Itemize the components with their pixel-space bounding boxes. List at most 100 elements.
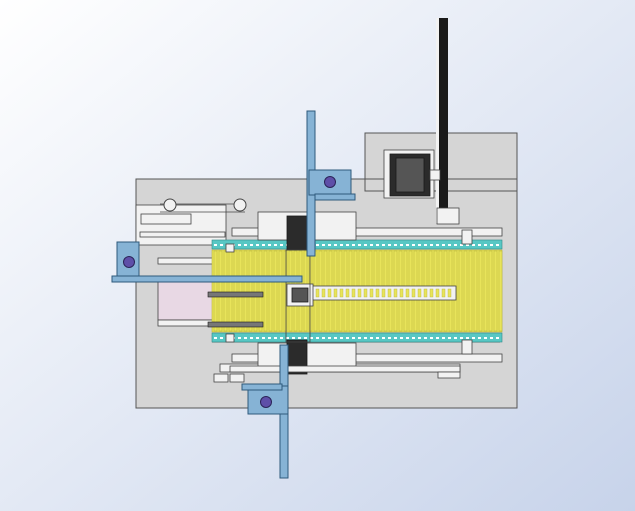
belt-link	[388, 244, 391, 246]
roller	[493, 250, 498, 332]
belt-link	[466, 244, 469, 246]
belt-link	[418, 244, 421, 246]
roller	[473, 250, 478, 332]
transfer-link	[315, 288, 320, 298]
right-fitting-lower	[461, 339, 473, 355]
left-bracket-arm	[111, 275, 303, 283]
upper-bracket-knob	[324, 176, 336, 188]
belt-link	[340, 244, 343, 246]
belt-link	[328, 337, 331, 339]
belt-link	[364, 244, 367, 246]
gripper-column-left	[285, 249, 311, 343]
belt-link	[490, 244, 493, 246]
motor-face	[395, 157, 425, 193]
roller	[283, 250, 288, 332]
roller	[213, 250, 218, 332]
transfer-link	[351, 288, 356, 298]
belt-link	[412, 337, 415, 339]
upper-teal-belt	[211, 239, 503, 250]
belt-link	[298, 337, 301, 339]
belt-link	[448, 244, 451, 246]
lower-bracket	[241, 344, 289, 479]
belt-link	[346, 244, 349, 246]
gripper-center-dark	[291, 287, 309, 303]
roller	[263, 250, 268, 332]
rod-base-block	[436, 207, 460, 225]
belt-link	[328, 244, 331, 246]
belt-link	[442, 244, 445, 246]
belt-link	[220, 337, 223, 339]
transfer-link	[375, 288, 380, 298]
belt-link	[262, 337, 265, 339]
conveyor-belts	[211, 239, 503, 343]
lower-bracket-knob	[260, 396, 272, 408]
belt-link	[268, 337, 271, 339]
belt-link	[256, 337, 259, 339]
belt-link	[268, 244, 271, 246]
transfer-link	[327, 288, 332, 298]
roller	[253, 250, 258, 332]
transfer-link	[435, 288, 440, 298]
belt-link	[376, 244, 379, 246]
belt-link	[406, 337, 409, 339]
transfer-link	[441, 288, 446, 298]
right-fittings	[229, 229, 473, 379]
belt-link	[430, 244, 433, 246]
roller	[498, 250, 503, 332]
belt-link	[244, 244, 247, 246]
belt-link	[244, 337, 247, 339]
belt-link	[214, 337, 217, 339]
drive-pulley-right	[233, 198, 247, 212]
belt-link	[346, 337, 349, 339]
belt-link	[388, 337, 391, 339]
belt-link	[376, 337, 379, 339]
transfer-link	[333, 288, 338, 298]
roller	[233, 250, 238, 332]
belt-link	[406, 244, 409, 246]
left-bracket-knob	[123, 256, 135, 268]
belt-link	[334, 337, 337, 339]
roller	[243, 250, 248, 332]
belt-link	[412, 244, 415, 246]
belt-link	[238, 244, 241, 246]
belt-link	[280, 244, 283, 246]
belt-link	[292, 337, 295, 339]
screw-block-4	[213, 373, 229, 383]
right-bottom-bar	[229, 365, 461, 373]
belt-link	[436, 337, 439, 339]
transfer-link	[357, 288, 362, 298]
belt-link	[250, 337, 253, 339]
upper-bracket	[306, 110, 356, 257]
belt-link	[256, 244, 259, 246]
roller	[483, 250, 488, 332]
transfer-link	[387, 288, 392, 298]
roller	[463, 250, 468, 332]
belt-link	[400, 337, 403, 339]
belt-link	[352, 337, 355, 339]
screw-block-1	[225, 243, 235, 253]
belt-links	[214, 244, 499, 339]
gripper-assembly	[257, 211, 357, 375]
roller	[258, 250, 263, 332]
transfer-link	[399, 288, 404, 298]
belt-link	[478, 337, 481, 339]
belt-link	[214, 244, 217, 246]
roller	[238, 250, 243, 332]
transfer-link	[363, 288, 368, 298]
left-gear-rack	[140, 213, 192, 225]
left-housing	[135, 204, 227, 246]
belt-link	[340, 337, 343, 339]
belt-link	[358, 244, 361, 246]
drive-pulley-left	[163, 198, 177, 212]
belt-link	[382, 244, 385, 246]
transfer-link	[405, 288, 410, 298]
belt-link	[460, 244, 463, 246]
left-rail-upper	[157, 257, 215, 265]
transfer-link	[345, 288, 350, 298]
belt-link	[286, 337, 289, 339]
transfer-link	[411, 288, 416, 298]
transfer-link	[393, 288, 398, 298]
belt-link	[352, 244, 355, 246]
